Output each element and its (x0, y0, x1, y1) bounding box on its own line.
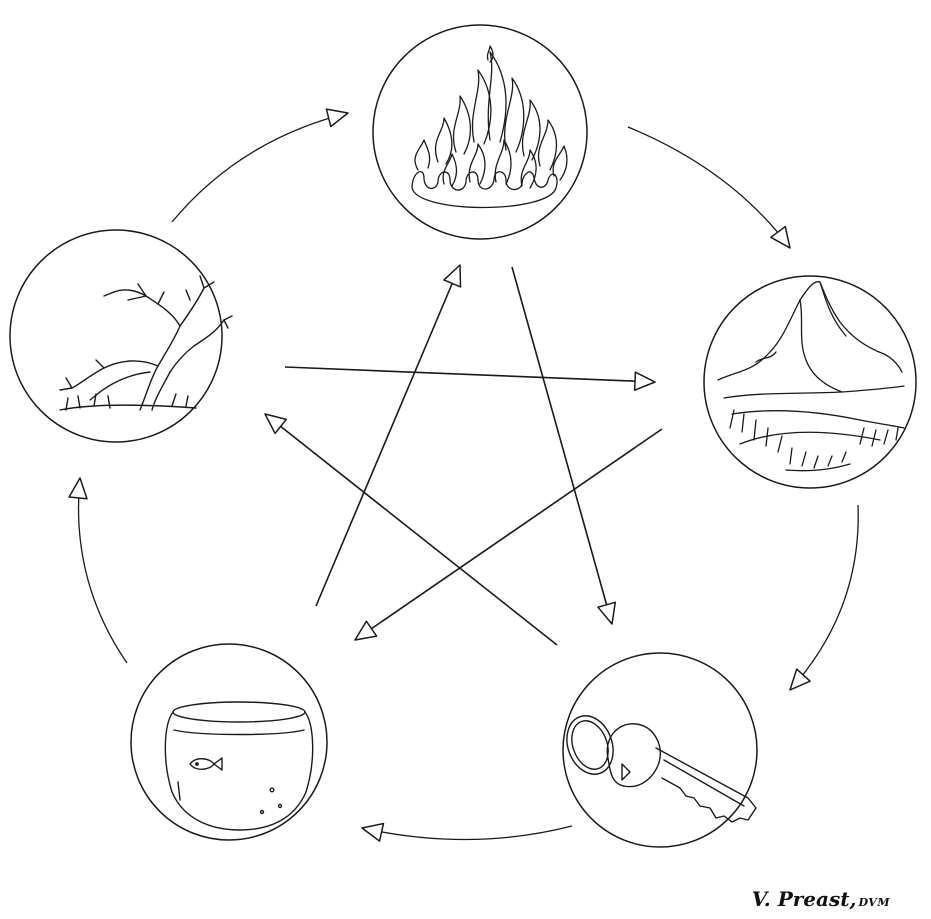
fishbowl-icon (165, 702, 312, 830)
water-circle (131, 644, 327, 840)
mountain-icon (718, 282, 904, 471)
signature: V. Preast,DVM (752, 887, 890, 911)
arrow-earth-to-metal (790, 505, 858, 690)
fire-icon (412, 46, 567, 208)
signature-suffix: DVM (858, 896, 890, 909)
cycle-arrows (79, 113, 859, 840)
wood-circle (10, 230, 222, 442)
signature-name: V. Preast, (752, 887, 857, 911)
arrow-fire-to-metal (512, 267, 612, 624)
arrow-earth-to-water (355, 429, 662, 640)
arrow-metal-to-wood (265, 414, 557, 645)
key-icon (559, 709, 756, 822)
arrow-water-to-fire (316, 265, 460, 606)
arrow-wood-to-fire (172, 113, 348, 222)
tree-icon (60, 276, 232, 410)
arrow-wood-to-earth (285, 367, 655, 382)
arrow-metal-to-water (362, 826, 572, 840)
star-arrows (265, 265, 662, 645)
arrow-water-to-wood (79, 478, 127, 663)
earth-circle (704, 276, 916, 488)
arrow-fire-to-earth (628, 127, 790, 248)
